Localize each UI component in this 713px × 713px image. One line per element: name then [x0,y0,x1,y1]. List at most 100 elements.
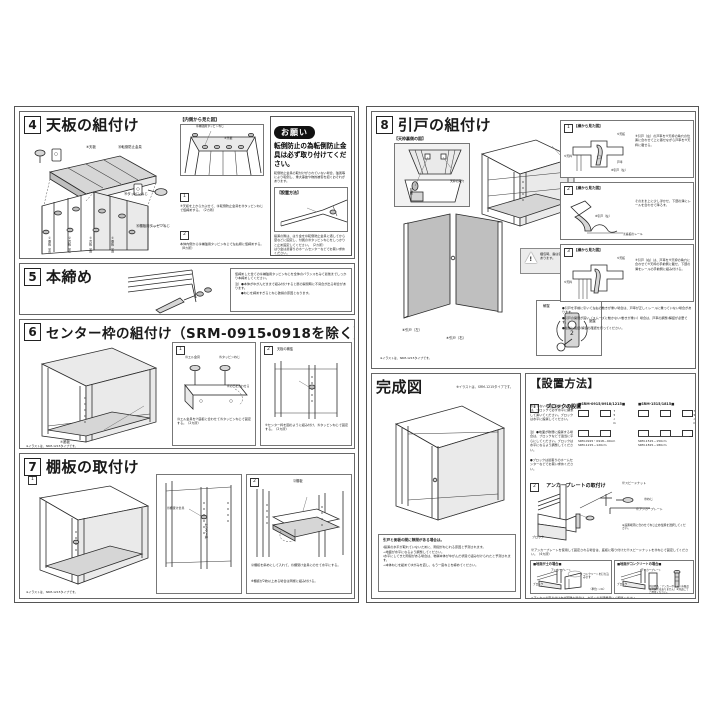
completion-header: 完成図 ※イラストは、SRM-1215タイプです。 [372,374,520,397]
installation-step-1-chip: 1 [530,403,539,413]
section-6-header: 6 センター枠の組付け（SRM-0915・0918を除く） [20,320,354,342]
block [578,409,589,417]
warning-triangle-icon [525,252,537,263]
lock-label-unlock: 解錠 [543,304,550,308]
case-soil-label-plate: アンカープレート [551,569,572,572]
installation-step-1-text2: 注）●地面が軟弱に設置する場合は、ブロックなどで適当に平らにしてください。ブロッ… [530,430,574,452]
case-concrete-label-plate: アンカープレート [641,569,662,572]
installation-step-1-label: ブロックの設置 [546,404,582,410]
section-7-header: 7 棚板の取付け [20,454,354,477]
detail-3-heading: 【横から見た図】 [574,248,603,252]
onegai-tag: お願い [274,126,315,139]
section-8-bullet-1: ●引戸を手前に引いて左右の動きが重い場合は、戸車が正しくレールに乗っていない場合… [562,306,692,315]
section-6-center-frame: 6 センター枠の組付け（SRM-0915・0918を除く） [19,319,355,449]
case-soil-figure [536,569,583,590]
section-7-panel-3: 2 ⑫棚板 [246,474,352,594]
section-4-figure [34,148,168,255]
step-1-text: ⑤天板を上からかぶせて、⑱転倒防止金具を⑲タッピンねじで仮締めする。（2カ所） [180,203,264,213]
section-8-bullet-3: ●最後に施錠・解錠の確認を行ってください。 [562,325,625,330]
section-4-inner-view: 【内側から見た図】 [180,117,266,176]
block-dim-a: 75cm [612,408,617,425]
section-4-label-side-right: ④側板（右） [110,236,115,255]
case-soil-title: ■地面が土の場合■ [533,562,562,566]
anchor-label-speed-nut: ⑰スピードナット [622,481,647,485]
right-panel: 8 引戸の組付け 【天枠裏側の図】 [366,106,699,603]
anchor-plate-figure [537,484,650,541]
section-7-step-2-chip: 2 [250,478,259,487]
section-6-step-2-chip: 2 [264,346,273,355]
block [638,409,649,417]
detail-3-figure [572,264,624,299]
detail-1-figure [572,140,624,171]
section-4-label-tapping-screw: ⑲タッピンねじ [124,192,148,196]
block-diagram-a-title: ■SRM-0915/0918/1215■ [578,402,626,406]
onegai-method-text: 設置の際は、はり金を⑱転倒防止金具に通してから壁などに固定し、付属の⑲タッピンね… [274,233,346,247]
section-6-label-l-bracket: ⑭エル金具 [185,355,201,359]
section-4-title: 天板の組付け [46,116,140,134]
detail-2-heading: 【横から見た図】 [574,186,603,190]
section-6-detail-1-figure [184,365,248,410]
step-2-chip: 2 [180,230,189,240]
gap-note-heading: 引戸と側板の間に隙間がある場合は。 [383,538,445,542]
section-7-panel-2: ⑬棚受け金具 センター枠 [156,474,242,594]
section-7-label-shelf: ⑫棚板 [293,479,303,483]
block [600,409,611,417]
section-6-detail-2-figure [274,361,338,419]
section-4-label-side-left: ①側板（左） [47,236,52,255]
block-row-top-b [638,409,693,417]
section-7-step-2-text: ⑫棚板を斜めにして入れて、⑬棚受け金具にのせて水平にする。 [251,563,341,567]
block-diagram-b: ■SRM-1515/1815■ 75cm SRM-1515－150cm SRM-… [638,402,696,448]
detail-1-text: ⑧引戸（左）の戸車を⑤天枠の角穴の位置に合わせて上に寄せながら戸車を⑤天枠に載せ… [635,134,691,147]
section-8-number: 8 [376,115,393,134]
section-8-detail-box-2: 2 【横から見た図】 ⑧引戸（左） ⑪底板のレール そのまま上に少し浮かせ、下部… [560,182,694,240]
completion-note: ※イラストは、SRM-1215タイプです。 [456,385,513,389]
top-view-label-corner-hole: 天枠の角穴 [450,179,464,183]
onegai-method-heading: 【設置方法】 [277,189,301,195]
top-view-heading: 【天枠裏側の図】 [394,136,426,141]
detail-3-label-top-board: ⑤天板 [617,256,626,260]
section-6-label-bottom-board: ⑦底板 [60,440,70,444]
case-concrete-box: ■地面がコンクリートの場合■ アンカープレート ブロ [614,560,694,594]
inner-view-frame [180,124,264,176]
detail-3-chip: 3 [564,248,573,257]
completion-figure [394,405,506,521]
case-concrete-label-block: ブロック [617,583,628,586]
step-2-text: 本体内側から⑯補強用タッピンねじで左右順に仮締めする。（8カ所） [180,241,264,251]
section-6-step-1-chip: 1 [176,346,185,355]
onegai-method-text2: はり金は最寄りのホームセンターなどでお買い求めください。 [274,247,346,256]
section-4-label-back-right: ③背板（右） [88,236,93,255]
gap-note-line-2: →地面が水平になるよう調整してください。 [383,549,445,554]
section-6-number: 6 [24,323,41,341]
section-5-number: 5 [24,267,41,286]
installation-title: 【設置方法】 [530,377,599,390]
detail-1-label-door-left: ⑧引戸（左） [611,168,628,172]
block-caption-b-1: SRM-1515－150cm [638,438,667,443]
block-caption-b-2: SRM-1815－180cm [638,443,667,448]
step-1-chip: 1 [180,192,189,202]
lock-figure: 2 [556,312,588,352]
installation-step-1-text: 水平でない地面に設置する場合は、ブロックで必ず水平に調整して置いてください。ブロ… [530,404,574,422]
section-7-figure-1 [38,485,150,585]
section-8-bullets: ●引戸を手前に引いて左右の動きが重い場合は、戸車が正しくレールに乗っていない場合… [562,306,692,330]
section-4-top-board: 4 天板の組付け [19,111,355,259]
detail-2-figure [570,200,623,234]
anchor-label-screw: ⑲ねじ [644,497,654,501]
section-6-step-1-text: ⑭エル金具を⑦底板に合わせて⑮タッピンねじで固定する。（2カ所） [177,417,251,426]
section-8-detail-box-1: 1 【横から見た図】 ⑤天板 ⑤天枠 戸車 ⑧引戸（左） ⑧引戸（左）の戸車を⑤… [560,120,694,178]
section-7-shelf-board: 7 棚板の取付け 1 [19,453,355,599]
detail-1-label-roller: 戸車 [617,160,623,164]
anchor-label-anchor-plate: ⑰アンカープレート [636,507,663,511]
block-diagram-b-title: ■SRM-1515/1815■ [638,402,675,406]
block-caption-a-2: SRM-1215－120cm [578,443,607,448]
detail-1-label-top-board: ⑤天板 [617,132,626,136]
detail-2-label-door-left: ⑧引戸（左） [595,214,612,218]
section-5-figure [127,269,212,314]
block-dim-b: 75cm [692,408,696,425]
section-8-top-view: 【天枠裏側の図】 [394,136,472,221]
case-soil-label-concrete: コンクリートを打ち込みます [583,573,609,580]
installation-footer: ※アンカーの取り付け方が困難な場合は、お近くの専門業者にご相談ください。 [531,596,639,599]
section-5-note-line1: 仮締めした全ての⑯補強用タッピンねじを全体のバランスをみて最後までしっかり本締め… [235,272,347,281]
section-4-label-top-board: ⑤天板 [86,145,96,149]
anchor-label-block: ブロック [532,535,545,539]
